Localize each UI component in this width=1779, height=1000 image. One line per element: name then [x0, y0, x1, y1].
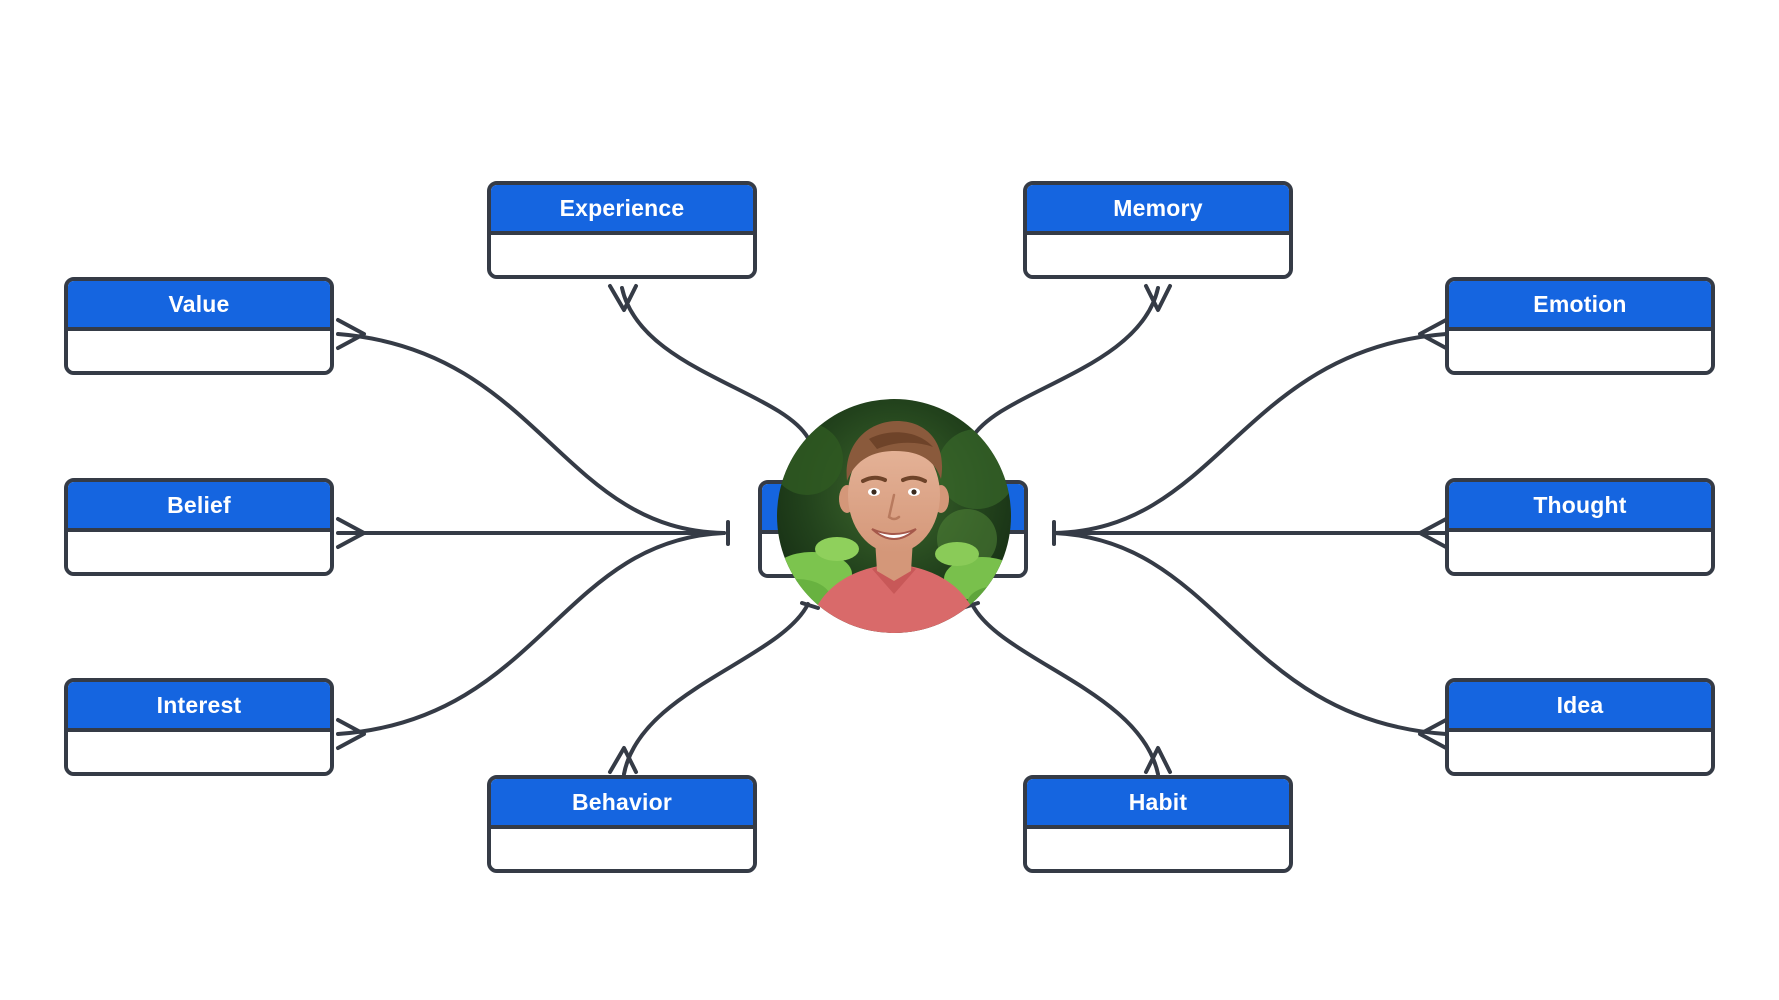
entity-interest-title: Interest [68, 682, 330, 732]
entity-experience-title: Experience [491, 185, 753, 235]
link-idea [1052, 531, 1448, 750]
link-interest [336, 531, 726, 750]
entity-value[interactable]: Value [64, 277, 334, 375]
entity-memory-title: Memory [1027, 185, 1289, 235]
entity-behavior-body [491, 829, 753, 869]
link-belief [336, 517, 726, 549]
entity-idea-body [1449, 732, 1711, 772]
entity-emotion-body [1449, 331, 1711, 371]
entity-habit-body [1027, 829, 1289, 869]
link-behavior [608, 601, 820, 776]
entity-thought-body [1449, 532, 1711, 572]
entity-memory[interactable]: Memory [1023, 181, 1293, 279]
entity-emotion[interactable]: Emotion [1445, 277, 1715, 375]
entity-memory-body [1027, 235, 1289, 275]
link-habit [960, 601, 1172, 776]
entity-habit-title: Habit [1027, 779, 1289, 829]
entity-idea[interactable]: Idea [1445, 678, 1715, 776]
entity-belief-title: Belief [68, 482, 330, 532]
entity-value-title: Value [68, 281, 330, 331]
entity-value-body [68, 331, 330, 371]
entity-thought[interactable]: Thought [1445, 478, 1715, 576]
entity-experience-body [491, 235, 753, 275]
entity-emotion-title: Emotion [1449, 281, 1711, 331]
link-memory [970, 284, 1172, 440]
link-value [336, 318, 726, 535]
entity-behavior-title: Behavior [491, 779, 753, 829]
entity-belief-body [68, 532, 330, 572]
entity-idea-title: Idea [1449, 682, 1711, 732]
entity-experience[interactable]: Experience [487, 181, 757, 279]
entity-behavior[interactable]: Behavior [487, 775, 757, 873]
link-thought [1052, 517, 1448, 549]
avatar[interactable] [777, 399, 1011, 633]
entity-interest[interactable]: Interest [64, 678, 334, 776]
person-portrait-icon [777, 399, 1011, 633]
entity-interest-body [68, 732, 330, 772]
link-emotion [1052, 318, 1448, 535]
entity-belief[interactable]: Belief [64, 478, 334, 576]
entity-habit[interactable]: Habit [1023, 775, 1293, 873]
entity-thought-title: Thought [1449, 482, 1711, 532]
link-experience [608, 284, 810, 440]
